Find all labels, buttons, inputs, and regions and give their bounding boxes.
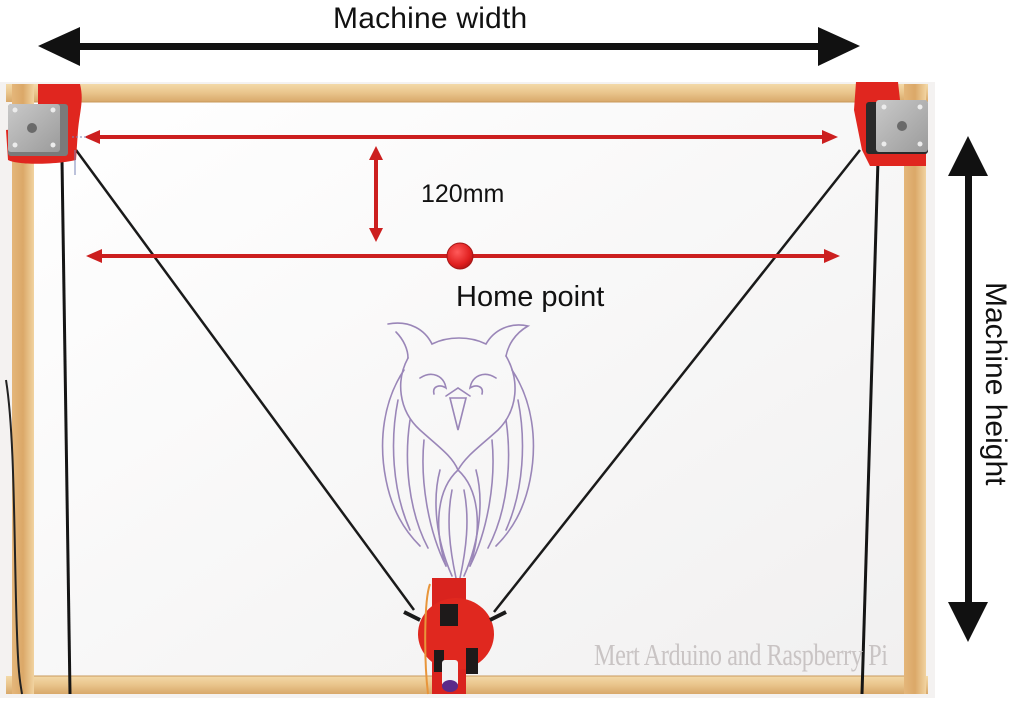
pen-carriage <box>403 578 507 695</box>
owl-drawing <box>381 322 535 579</box>
left-cable <box>5 379 23 695</box>
right-diagonal-belt <box>493 149 861 613</box>
whiteboard <box>30 100 910 680</box>
home-point-marker <box>446 242 474 270</box>
right-vertical-belt <box>860 159 880 695</box>
machine-height-arrow <box>948 136 988 642</box>
left-vertical-belt <box>60 159 72 695</box>
machine-height-label: Machine height <box>979 282 1012 486</box>
right-stepper-motor <box>854 82 928 166</box>
home-point-label: Home point <box>456 281 605 313</box>
watermark-text: Mert Arduino and Raspberry Pi <box>594 637 888 672</box>
machine-width-label: Machine width <box>333 2 528 35</box>
left-diagonal-belt <box>74 149 416 611</box>
left-stepper-motor <box>6 84 82 164</box>
offset-120mm-arrow <box>369 146 383 242</box>
motor-distance-arrow <box>84 130 838 144</box>
machine-width-arrow <box>38 27 860 66</box>
wooden-frame <box>6 84 928 694</box>
offset-120mm-label: 120mm <box>421 180 505 208</box>
